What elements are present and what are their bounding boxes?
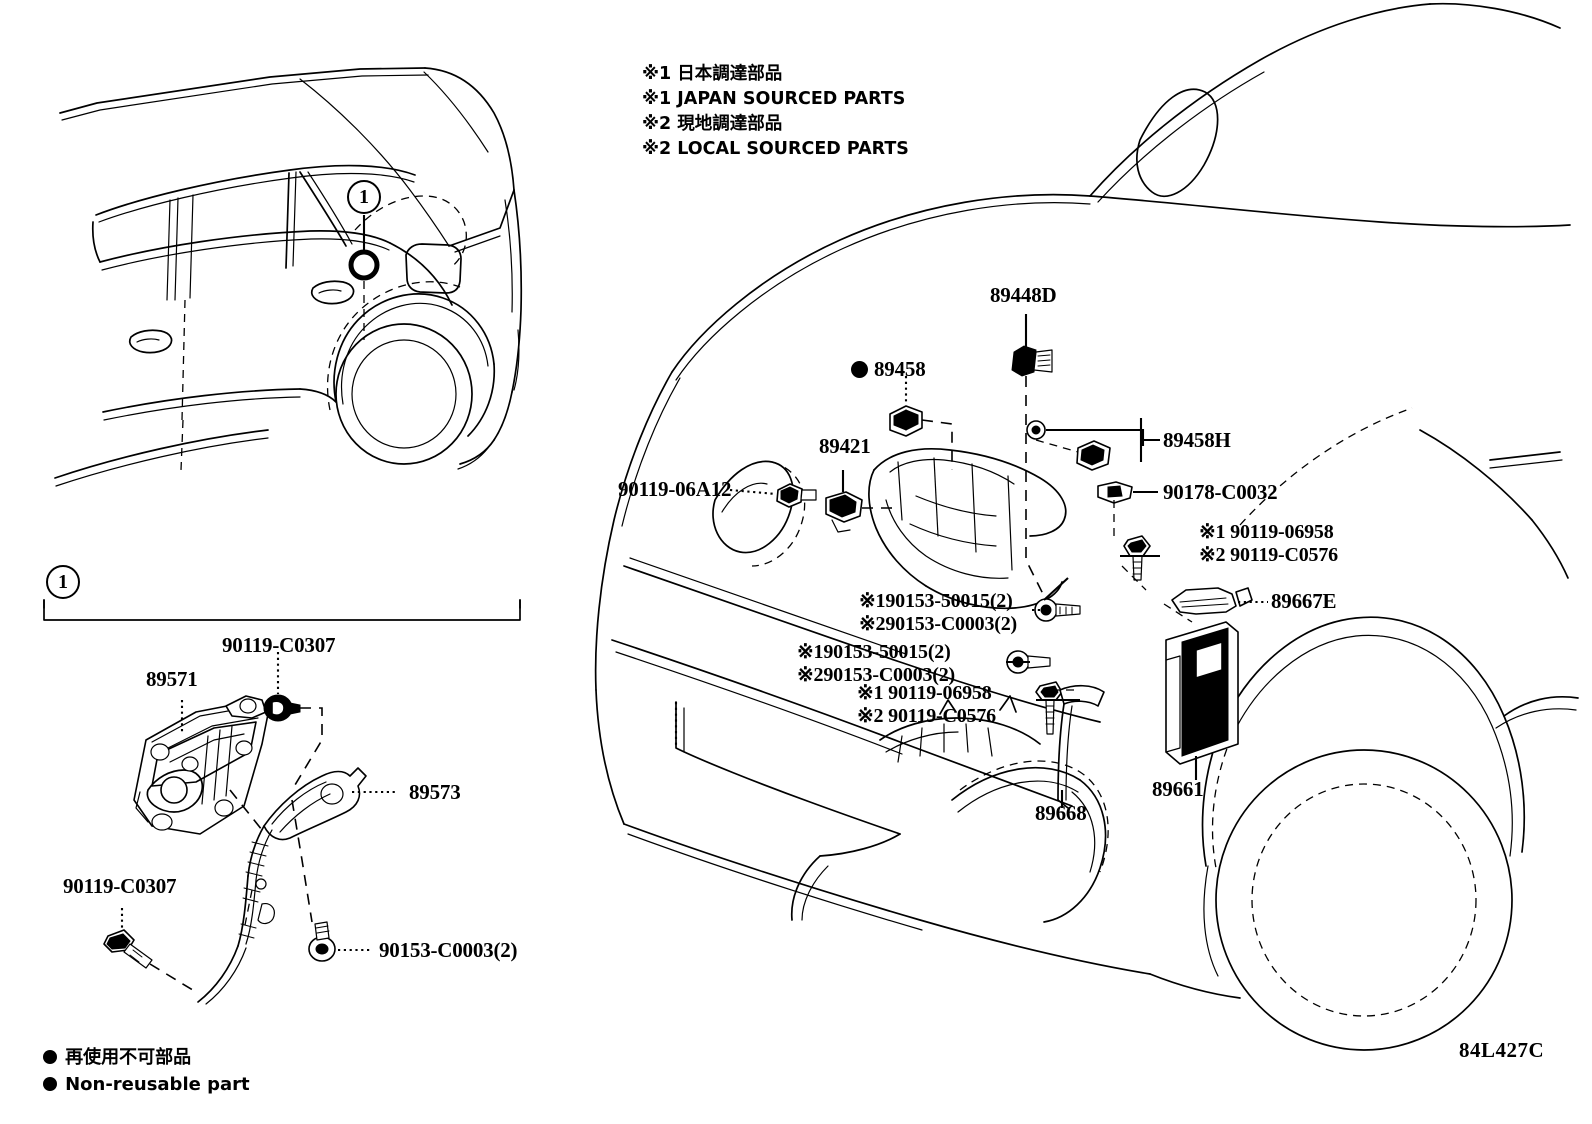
detail-parts <box>103 694 367 1005</box>
detail-leader-lines <box>120 652 398 993</box>
inset-callout-1: 1 <box>347 180 381 214</box>
detail-panel-illustration <box>43 599 521 1005</box>
label-90119-C0307-bottom: 90119-C0307 <box>63 874 177 898</box>
sourcing-note-line2-en: ※2 LOCAL SOURCED PARTS <box>642 139 909 159</box>
part-89661-ecu <box>1165 621 1239 765</box>
label-90178-C0032: 90178-C0032 <box>1163 480 1278 504</box>
part-89458H-group <box>1026 420 1111 471</box>
part-90119-C0307-nut-top <box>263 694 301 722</box>
part-90119-06958-screw <box>1035 681 1063 735</box>
label-90119-C0307-top: 90119-C0307 <box>222 633 336 657</box>
part-90153-upper-bolt <box>1034 598 1081 622</box>
part-89571-module <box>133 695 269 835</box>
label-89667E: 89667E <box>1271 589 1337 613</box>
label-90119-06A12: 90119-06A12 <box>618 477 732 501</box>
label-group-center-up-line2: ※290153-C0003(2) <box>859 613 1017 635</box>
part-89448D-screw <box>1011 345 1053 377</box>
label-90153-C0003: 90153-C0003(2) <box>379 938 518 962</box>
label-89458: 89458 <box>874 357 926 381</box>
parts-diagram-canvas: 1 ※1 日本調達部品 ※1 JAPAN SOURCED PARTS ※2 現地… <box>18 2 1579 1097</box>
hardware-parts <box>776 345 1253 809</box>
inset-body-outline <box>54 67 523 487</box>
part-90119-C0307-bolt-bottom <box>103 929 153 969</box>
label-89421: 89421 <box>819 434 871 458</box>
part-90119-06A12-bolt <box>776 483 817 508</box>
legend-non-reusable-jp: 再使用不可部品 <box>18 1019 191 1097</box>
vehicle-front-illustration <box>594 2 1579 1051</box>
legend-text-en: Non-reusable part <box>65 1074 250 1095</box>
part-89573-bracket <box>197 767 367 1005</box>
label-group-center-bolt-line1: ※1 90119-06958 <box>857 682 992 704</box>
sourcing-note-line1-jp: ※1 日本調達部品 <box>642 64 783 84</box>
label-89448D: 89448D <box>990 283 1057 307</box>
sourcing-note-line1-en: ※1 JAPAN SOURCED PARTS <box>642 89 906 109</box>
vehicle-rear-inset-illustration <box>54 67 523 487</box>
label-89573: 89573 <box>409 780 461 804</box>
legend-bullet-jp <box>43 1050 58 1064</box>
label-group-center-low-line2: ※290153-C0003(2) <box>797 664 955 686</box>
label-89661: 89661 <box>1152 777 1204 801</box>
label-group-center-low-line1: ※190153-50015(2) <box>797 641 951 663</box>
label-89571: 89571 <box>146 667 198 691</box>
non-reusable-marker-89458 <box>851 361 868 378</box>
label-group-right-clip-line2: ※2 90119-C0576 <box>1199 544 1338 566</box>
label-89458H: 89458H <box>1163 428 1231 452</box>
part-90178-C0032-grommet <box>1097 481 1133 504</box>
detail-panel-callout-1: 1 <box>46 565 80 599</box>
part-89458-clip <box>889 405 923 437</box>
front-body-outline <box>594 2 1579 1051</box>
sourcing-note-line2-jp: ※2 現地調達部品 <box>642 114 783 134</box>
label-group-right-clip-line1: ※1 90119-06958 <box>1199 521 1334 543</box>
legend-non-reusable-en: Non-reusable part <box>18 1046 250 1124</box>
part-90153-C0003-bolt <box>308 921 336 962</box>
detail-panel-bracket <box>43 599 521 621</box>
label-group-center-up-line1: ※190153-50015(2) <box>859 590 1013 612</box>
legend-bullet-en <box>43 1077 58 1091</box>
legend-text-jp: 再使用不可部品 <box>65 1047 192 1068</box>
label-group-center-bolt-line2: ※2 90119-C0576 <box>857 705 996 727</box>
diagram-code: 84L427C <box>1459 1038 1545 1062</box>
leader-lines <box>729 314 1268 808</box>
label-89668: 89668 <box>1035 801 1087 825</box>
part-89667E-harness <box>1171 587 1253 615</box>
part-89421-bracket <box>825 491 863 533</box>
